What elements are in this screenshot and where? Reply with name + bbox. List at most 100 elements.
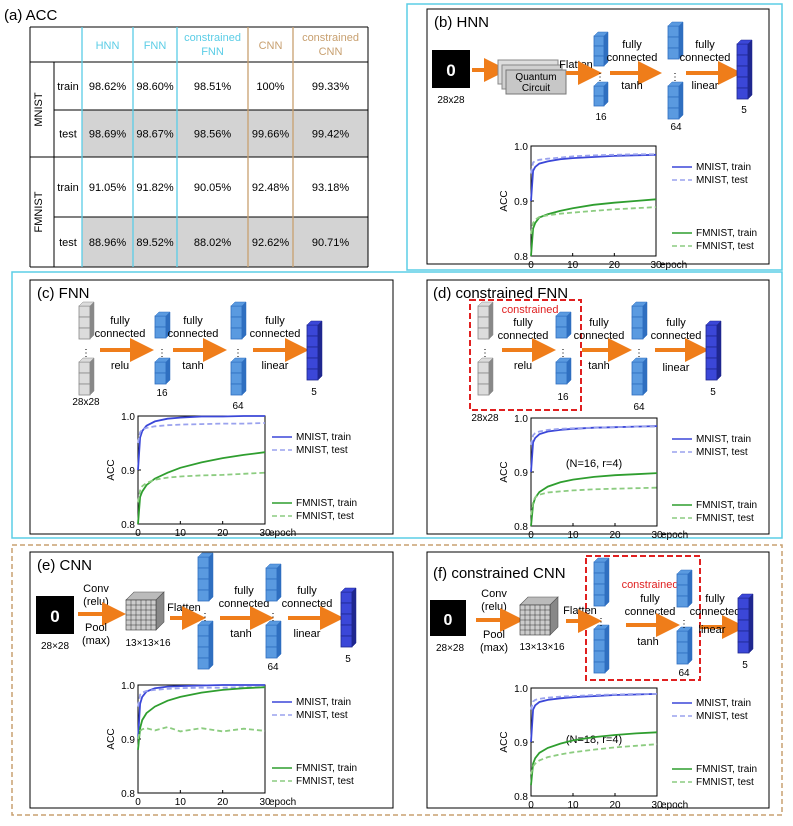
neuron-cube — [737, 630, 750, 643]
neuron-cube-side — [603, 51, 609, 67]
input-size: 28x28 — [437, 95, 465, 106]
panel-d: (d) constrained FNN constrained ⋮ 28x28 … — [433, 285, 722, 470]
series-line-mnist-test — [530, 693, 657, 710]
neuron-cube-top — [265, 620, 282, 626]
legend-entry: FMNIST, test — [296, 511, 354, 522]
y-tick-label: 1.0 — [121, 681, 135, 692]
pool-act: (max) — [82, 635, 110, 647]
neuron-column — [477, 357, 494, 396]
column-header: FNN — [201, 46, 224, 58]
neuron-cube — [197, 624, 210, 637]
neuron-cube-side — [604, 590, 610, 607]
neuron-cube-top — [197, 552, 214, 558]
neuron-cube-side — [276, 642, 282, 659]
neuron-cube-side — [351, 631, 357, 648]
x-tick-label: 0 — [135, 528, 141, 539]
x-tick-label: 30 — [259, 797, 271, 808]
neuron-cube — [736, 54, 749, 67]
neuron-column — [593, 557, 610, 607]
neuron-cube — [737, 619, 750, 632]
neuron-cube-top — [78, 357, 95, 363]
table-cell: 90.71% — [312, 237, 350, 249]
neuron-cube — [705, 324, 718, 337]
table-cell: 93.18% — [312, 182, 350, 194]
neuron-cube — [593, 45, 605, 57]
neuron-cube-side — [687, 648, 693, 665]
row-label: test — [59, 237, 77, 249]
neuron-cube — [705, 335, 718, 348]
neuron-cube — [230, 316, 243, 329]
neuron-cube — [154, 315, 167, 328]
table-cell: 91.82% — [136, 182, 174, 194]
neuron-cube-side — [566, 322, 572, 339]
dots: ⋮ — [595, 72, 605, 83]
layer-size-16: 16 — [557, 392, 569, 403]
fc2-mid: connected — [282, 598, 333, 610]
panel-f-title: (f) constrained CNN — [433, 565, 566, 582]
y-tick-label: 1.0 — [514, 414, 528, 425]
column-header: CNN — [259, 40, 283, 52]
table-cell: 90.05% — [194, 182, 232, 194]
y-tick-label: 1.0 — [514, 142, 528, 153]
neuron-cube — [154, 361, 167, 374]
fc1-act: relu — [111, 360, 129, 372]
neuron-cube — [477, 383, 490, 396]
fc3-mid: connected — [250, 328, 301, 340]
neuron-cube — [306, 357, 319, 370]
neuron-cube — [667, 96, 680, 109]
input-size: 28×28 — [41, 641, 70, 652]
neuron-column — [555, 357, 572, 385]
neuron-cube — [306, 335, 319, 348]
dots: ⋮ — [679, 619, 689, 630]
series-line-fmnist-train — [137, 451, 266, 525]
input-size: 28x28 — [471, 413, 499, 424]
y-tick-label: 0.8 — [121, 520, 135, 531]
series-line-fmnist-train — [530, 472, 658, 527]
layer-size-5: 5 — [345, 654, 351, 665]
neuron-cube — [593, 572, 606, 585]
x-tick-label: 30 — [259, 528, 271, 539]
legend-entry: FMNIST, test — [696, 777, 754, 788]
legend-entry: FMNIST, train — [696, 228, 757, 239]
cyan-frame-top — [406, 3, 783, 271]
table-cell: 91.05% — [89, 182, 127, 194]
neuron-cube — [340, 602, 353, 615]
neuron-cube — [676, 595, 689, 608]
y-axis-label: ACC — [499, 190, 510, 211]
fc1-mid: connected — [625, 606, 676, 618]
neuron-cube — [676, 573, 689, 586]
fc1-top: fully — [110, 315, 130, 327]
legend-entry: FMNIST, train — [296, 498, 357, 509]
column-header: HNN — [96, 40, 120, 52]
input-digit-image — [430, 600, 466, 636]
conv-act: (relu) — [83, 596, 109, 608]
constrained-label: constrained — [622, 579, 679, 591]
neuron-column — [593, 31, 609, 67]
neuron-cube — [340, 591, 353, 604]
layer-size-5: 5 — [710, 387, 716, 398]
neuron-cube — [631, 316, 644, 329]
table-cell: 100% — [256, 81, 284, 93]
layer-size-5: 5 — [741, 105, 747, 116]
neuron-cube-side — [241, 323, 247, 340]
neuron-column — [593, 81, 609, 107]
fc1-top: fully — [234, 585, 254, 597]
neuron-cube-side — [603, 91, 609, 107]
table-cell: 98.60% — [136, 81, 174, 93]
table-cell: 98.56% — [194, 129, 232, 141]
series-line-fmnist-train — [530, 198, 657, 257]
layer-size-64: 64 — [670, 122, 682, 133]
legend-entry: FMNIST, test — [296, 776, 354, 787]
legend-entry: FMNIST, train — [696, 500, 757, 511]
panel-e-title: (e) CNN — [37, 557, 92, 574]
panel-b-box — [426, 8, 770, 265]
y-axis-label: ACC — [499, 461, 510, 482]
table-cell: 98.67% — [136, 129, 174, 141]
neuron-cube — [593, 628, 606, 641]
x-axis-label: epoch — [269, 528, 296, 539]
neuron-column — [230, 357, 247, 396]
dots: ⋮ — [233, 348, 243, 359]
neuron-cube-top — [154, 357, 171, 363]
